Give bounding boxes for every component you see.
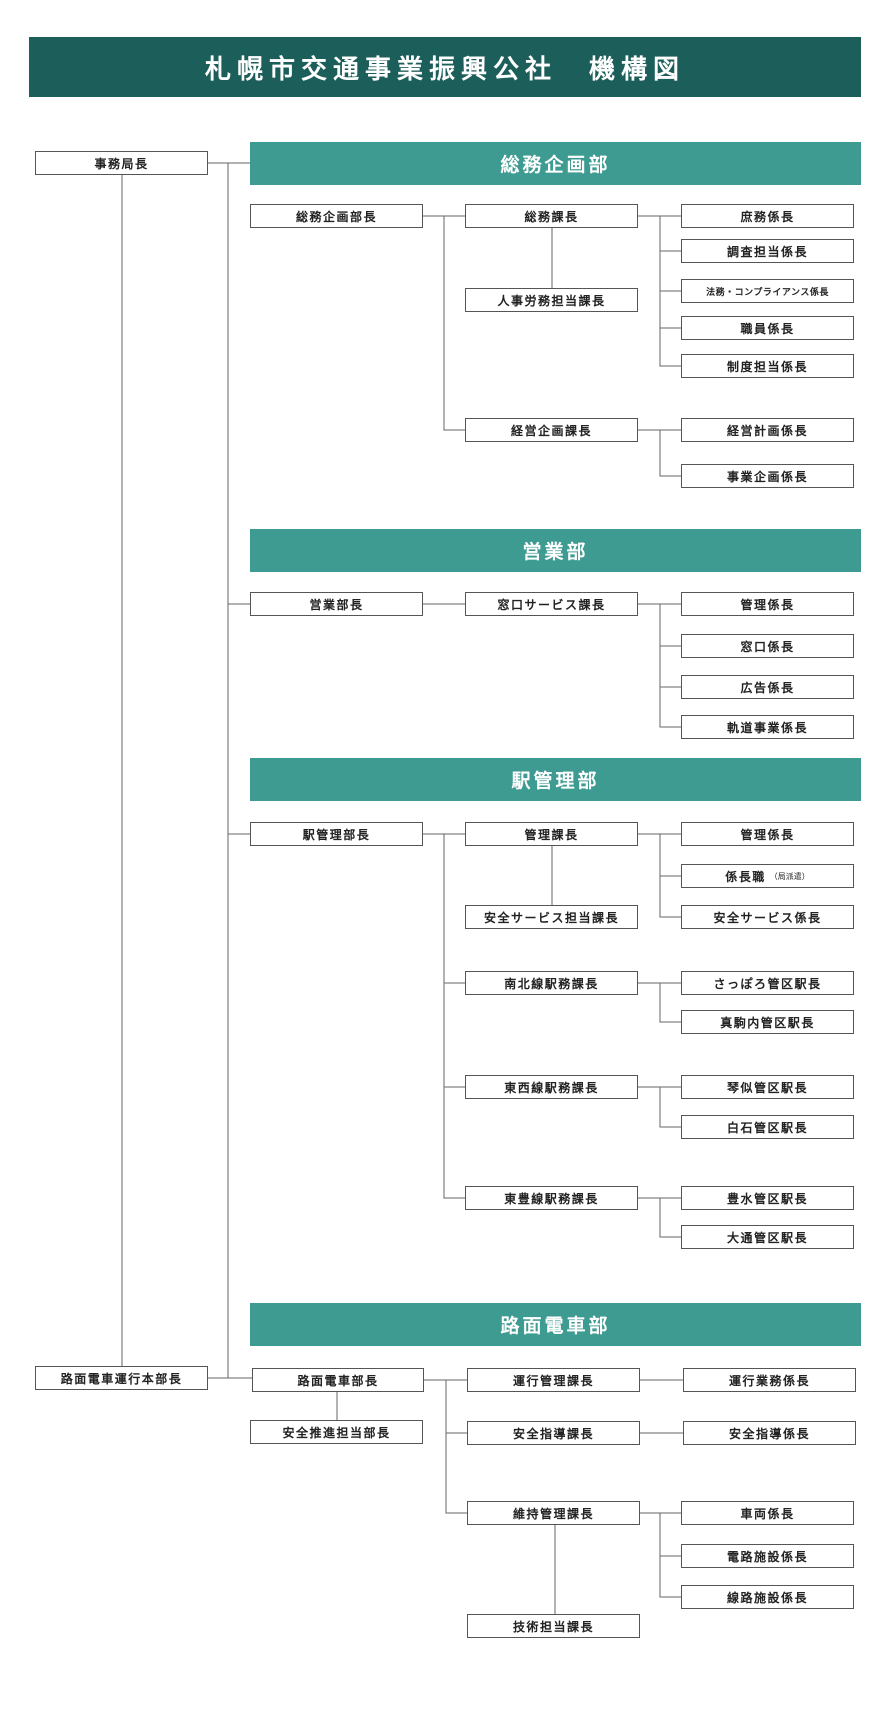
box-kakaricho-shoku: 係長職 （局派遣） bbox=[681, 864, 854, 888]
box-odori: 大通管区駅長 bbox=[681, 1225, 854, 1249]
box-gijutsu: 技術担当課長 bbox=[467, 1614, 640, 1638]
box-seido: 制度担当係長 bbox=[681, 354, 854, 378]
box-unko-gyomu: 運行業務係長 bbox=[683, 1368, 856, 1392]
box-anzen-service: 安全サービス係長 bbox=[681, 905, 854, 929]
dept-header-eki: 駅管理部 bbox=[250, 758, 861, 801]
chart-title: 札幌市交通事業振興公社 機構図 bbox=[29, 37, 861, 97]
box-anzen-suishin: 安全推進担当部長 bbox=[250, 1420, 423, 1444]
box-romen-honbucho: 路面電車運行本部長 bbox=[35, 1366, 208, 1390]
box-toho-kacho: 東豊線駅務課長 bbox=[465, 1186, 638, 1210]
box-anzen-shido: 安全指導係長 bbox=[683, 1421, 856, 1445]
box-iji-kacho: 維持管理課長 bbox=[467, 1501, 640, 1525]
kakaricho-shoku-label: 係長職 bbox=[725, 869, 766, 884]
box-sapporo: さっぽろ管区駅長 bbox=[681, 971, 854, 995]
box-unko-kacho: 運行管理課長 bbox=[467, 1368, 640, 1392]
box-somu-kacho: 総務課長 bbox=[465, 204, 638, 228]
box-eigyo-bucho: 営業部長 bbox=[250, 592, 423, 616]
dept-header-romen: 路面電車部 bbox=[250, 1303, 861, 1346]
box-madoguchi: 窓口係長 bbox=[681, 634, 854, 658]
box-shiroishi: 白石管区駅長 bbox=[681, 1115, 854, 1139]
box-shokuin: 職員係長 bbox=[681, 316, 854, 340]
box-makomanai: 真駒内管区駅長 bbox=[681, 1010, 854, 1034]
box-homu: 法務・コンプライアンス係長 bbox=[681, 279, 854, 303]
box-kido: 軌道事業係長 bbox=[681, 715, 854, 739]
box-anzen-shido-kacho: 安全指導課長 bbox=[467, 1421, 640, 1445]
box-tozai-kacho: 東西線駅務課長 bbox=[465, 1075, 638, 1099]
box-keiei-keikaku: 経営計画係長 bbox=[681, 418, 854, 442]
box-nanboku-kacho: 南北線駅務課長 bbox=[465, 971, 638, 995]
box-eki-kanri: 管理係長 bbox=[681, 822, 854, 846]
box-denro: 電路施設係長 bbox=[681, 1544, 854, 1568]
box-keiei-kacho: 経営企画課長 bbox=[465, 418, 638, 442]
box-anzen-service-kacho: 安全サービス担当課長 bbox=[465, 905, 638, 929]
box-jinji-kacho: 人事労務担当課長 bbox=[465, 288, 638, 312]
box-chosa: 調査担当係長 bbox=[681, 239, 854, 263]
box-romen-bucho: 路面電車部長 bbox=[252, 1368, 424, 1392]
dept-header-eigyo: 営業部 bbox=[250, 529, 861, 572]
box-shomu: 庶務係長 bbox=[681, 204, 854, 228]
box-somu-bucho: 総務企画部長 bbox=[250, 204, 423, 228]
box-jimukyokucho: 事務局長 bbox=[35, 151, 208, 175]
box-eigyo-kanri: 管理係長 bbox=[681, 592, 854, 616]
kakaricho-shoku-note: （局派遣） bbox=[769, 871, 810, 881]
box-eki-bucho: 駅管理部長 bbox=[250, 822, 423, 846]
box-sharyo: 車両係長 bbox=[681, 1501, 854, 1525]
box-madoguchi-kacho: 窓口サービス課長 bbox=[465, 592, 638, 616]
box-jigyo-kikaku: 事業企画係長 bbox=[681, 464, 854, 488]
box-senro: 線路施設係長 bbox=[681, 1585, 854, 1609]
box-hosui: 豊水管区駅長 bbox=[681, 1186, 854, 1210]
dept-header-somu: 総務企画部 bbox=[250, 142, 861, 185]
box-kokoku: 広告係長 bbox=[681, 675, 854, 699]
box-kotoni: 琴似管区駅長 bbox=[681, 1075, 854, 1099]
box-kanri-kacho: 管理課長 bbox=[465, 822, 638, 846]
